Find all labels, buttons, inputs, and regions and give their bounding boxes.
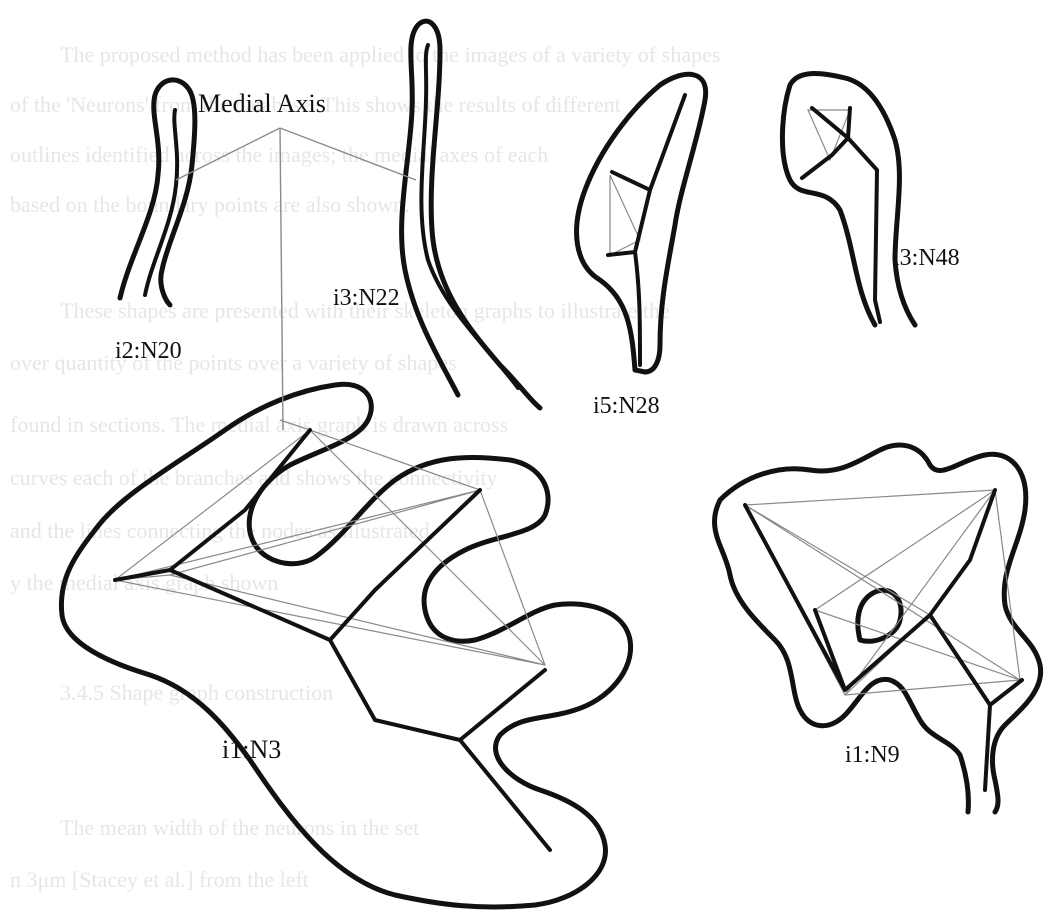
bg-text-line: n 3μm [Stacey et al.] from the left <box>10 867 309 892</box>
bg-text-line: outlines identified across the images; t… <box>10 142 548 167</box>
shape-label-i1-n9: i1:N9 <box>845 742 900 768</box>
shape-outline-inner <box>858 590 901 641</box>
bg-text-line: over quantity of the points over a varie… <box>10 350 457 375</box>
background-text: The proposed method has been applied to … <box>10 42 720 892</box>
bg-text-line: curves each of the branches and shows th… <box>10 465 498 490</box>
medial-axis-label: Medial Axis <box>198 89 326 118</box>
shape-i3-n48 <box>782 74 915 325</box>
shape-label-i3-n22: i3:N22 <box>333 285 400 311</box>
shape-i5-n28 <box>577 74 706 372</box>
medial-axis <box>115 430 550 850</box>
shape-label-i3-n48: i3:N48 <box>893 245 960 271</box>
shape-label-i1-n3: i1:N3 <box>222 735 281 764</box>
shape-label-i2-n20: i2:N20 <box>115 338 182 364</box>
bg-text-line: The mean width of the neurons in the set <box>60 815 419 840</box>
bg-text-line: based on the boundary points are also sh… <box>10 192 410 217</box>
medial-axis-pointers <box>176 128 416 430</box>
shape-label-i5-n28: i5:N28 <box>593 393 660 419</box>
bg-text-line: The proposed method has been applied to … <box>60 42 720 67</box>
bg-text-line: found in sections. The medial axis graph… <box>10 412 508 437</box>
pointer-line <box>280 128 283 430</box>
